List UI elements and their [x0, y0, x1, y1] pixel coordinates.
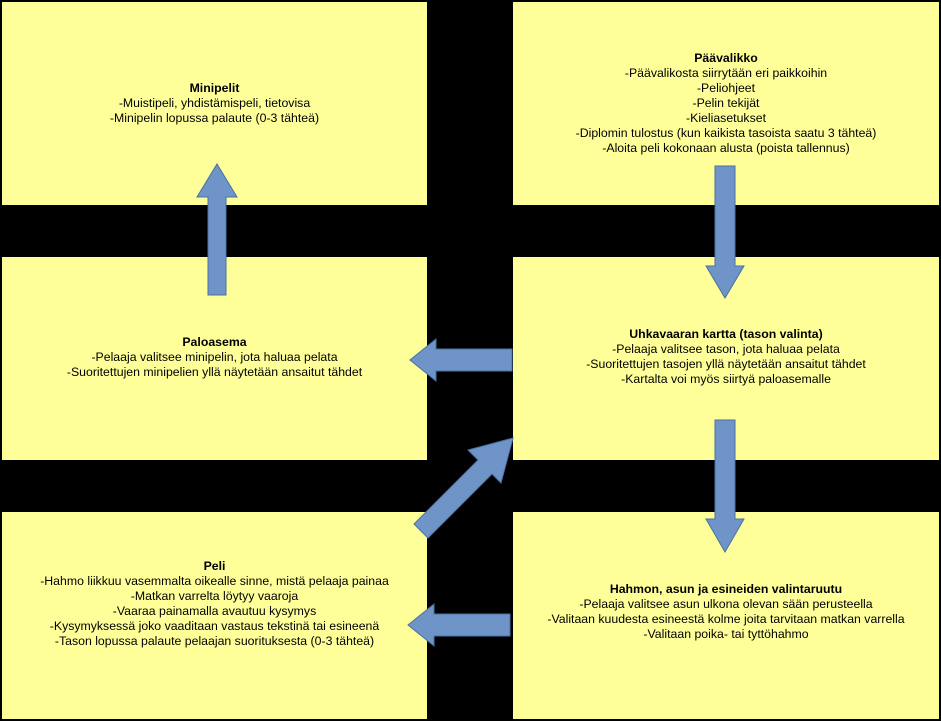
uhkavaaran-kartta-box: Uhkavaaran kartta (tason valinta) -Pelaa…: [513, 257, 939, 460]
uhkavaaran-kartta-line: -Suoritettujen tasojen yllä näytetään an…: [586, 357, 866, 371]
uhkavaaran-kartta-line: -Pelaaja valitsee tason, jota haluaa pel…: [612, 342, 840, 356]
hahmo-valinta-title: Hahmon, asun ja esineiden valintaruutu: [609, 582, 843, 596]
paavalikko-line: -Aloita peli kokonaan alusta (poista tal…: [602, 141, 850, 155]
paloasema-box: Paloasema -Pelaaja valitsee minipelin, j…: [2, 257, 427, 460]
paloasema-title: Paloasema: [182, 335, 247, 349]
paavalikko-title: Päävalikko: [694, 51, 758, 65]
peli-line: -Hahmo liikkuu vasemmalta oikealle sinne…: [40, 574, 389, 588]
hahmo-valinta-line: -Valitaan kuudesta esineestä kolme joita…: [547, 612, 905, 626]
paavalikko-box: Päävalikko -Päävalikosta siirrytään eri …: [513, 2, 939, 205]
uhkavaaran-kartta-line: -Kartalta voi myös siirtyä paloasemalle: [621, 372, 831, 386]
minipelit-line: -Minipelin lopussa palaute (0-3 tähteä): [109, 111, 320, 125]
minipelit-title: Minipelit: [189, 81, 240, 95]
peli-box: Peli -Hahmo liikkuu vasemmalta oikealle …: [2, 512, 427, 719]
uhkavaaran-kartta-title: Uhkavaaran kartta (tason valinta): [629, 327, 823, 341]
minipelit-line: -Muistipeli, yhdistämispeli, tietovisa: [118, 96, 311, 110]
paavalikko-line: -Päävalikosta siirrytään eri paikkoihin: [624, 66, 828, 80]
arrow-diagonal-peli-to-kartta: [413, 437, 514, 539]
hahmo-valinta-box: Hahmon, asun ja esineiden valintaruutu -…: [513, 512, 939, 719]
paavalikko-line: -Peliohjeet: [696, 81, 756, 95]
minipelit-box: Minipelit -Muistipeli, yhdistämispeli, t…: [2, 2, 427, 205]
peli-line: -Tason lopussa palaute pelaajan suorituk…: [54, 634, 375, 648]
paavalikko-line: -Pelin tekijät: [692, 96, 760, 110]
peli-line: -Vaaraa painamalla avautuu kysymys: [112, 604, 317, 618]
paavalikko-line: -Diplomin tulostus (kun kaikista tasoist…: [575, 126, 877, 140]
hahmo-valinta-line: -Valitaan poika- tai tyttöhahmo: [643, 627, 809, 641]
paloasema-line: -Pelaaja valitsee minipelin, jota haluaa…: [91, 350, 338, 364]
peli-title: Peli: [203, 559, 226, 573]
paloasema-line: -Suoritettujen minipelien yllä näytetään…: [66, 365, 363, 379]
peli-line: -Kysymyksessä joko vaaditaan vastaus tek…: [49, 619, 380, 633]
hahmo-valinta-line: -Pelaaja valitsee asun ulkona olevan sää…: [579, 597, 873, 611]
paavalikko-line: -Kieliasetukset: [686, 111, 766, 125]
peli-line: -Matkan varrelta löytyy vaaroja: [130, 589, 299, 603]
